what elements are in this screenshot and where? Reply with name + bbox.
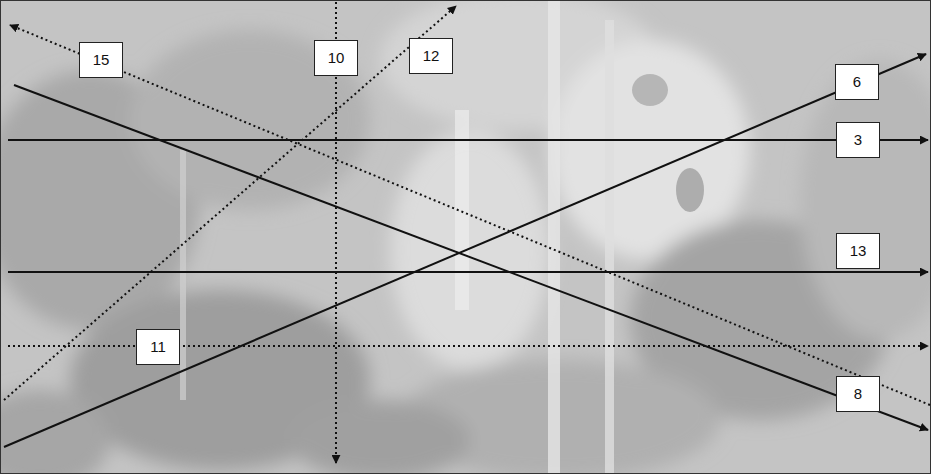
callout-number: 12 — [423, 48, 440, 65]
dotted-arrow — [10, 25, 930, 405]
callout-box: 6 — [835, 64, 879, 100]
callout-number: 8 — [854, 386, 862, 403]
callout-number: 10 — [328, 50, 345, 67]
callout-number: 3 — [854, 132, 862, 149]
callout-box: 15 — [79, 42, 123, 78]
solid-arrow — [14, 85, 928, 430]
callout-number: 13 — [850, 243, 867, 260]
callout-number: 6 — [853, 74, 861, 91]
callout-number: 15 — [93, 52, 110, 69]
solid-arrow — [8, 139, 928, 141]
callout-box: 11 — [136, 329, 180, 365]
callout-box: 10 — [314, 40, 358, 76]
callout-box: 12 — [409, 38, 453, 74]
callout-box: 8 — [836, 376, 880, 412]
solid-arrow — [8, 271, 928, 273]
callout-number: 11 — [150, 339, 166, 356]
dotted-arrow — [4, 6, 456, 400]
tree-trunks — [180, 0, 704, 474]
direction-lines — [4, 2, 930, 463]
callout-box: 3 — [836, 122, 880, 158]
solid-arrow — [4, 54, 926, 447]
callout-box: 13 — [836, 233, 880, 269]
